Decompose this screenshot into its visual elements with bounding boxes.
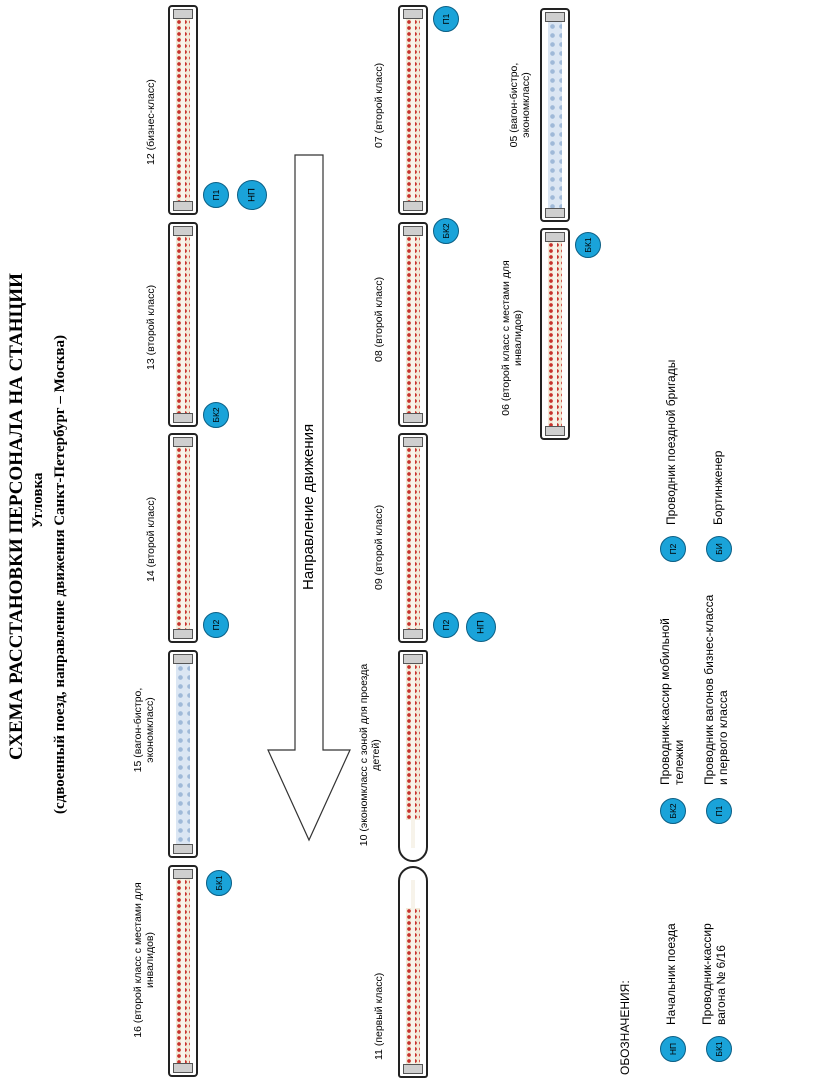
legend-np-text: Начальник поезда [664,923,678,1025]
legend-bk1-text: Проводник-кассир вагона № 6/16 [700,923,728,1025]
page-subtitle: (сдвоенный поезд, направление движения С… [52,335,68,814]
legend-badge-p1: П1 [706,798,732,824]
badge-bk1-right: БК1 [575,232,601,258]
legend-p2-text: Проводник поездной бригады [664,359,678,525]
car-10 [398,650,428,862]
car-08 [398,222,428,427]
car-05 [540,8,570,222]
legend-bk2-text: Проводник-кассир мобильной тележки [658,618,686,785]
car-14-label: 14 (второй класс) [145,496,157,582]
badge-p2-middle: П2 [433,612,459,638]
car-06 [540,228,570,440]
badge-bk2-middle: БК2 [433,218,459,244]
badge-bk1: БК1 [206,870,232,896]
badge-p2: П2 [203,612,229,638]
badge-np: НП [237,180,267,210]
car-15 [168,650,198,858]
car-13-label: 13 (второй класс) [145,284,157,370]
legend-bi-text: Бортинженер [711,450,725,525]
legend-title: ОБОЗНАЧЕНИЯ: [618,980,632,1075]
car-12-label: 12 (бизнес-класс) [145,79,157,165]
car-08-label: 08 (второй класс) [373,276,385,362]
legend-badge-bk2: БК2 [660,798,686,824]
legend-badge-bk1: БК1 [706,1036,732,1062]
car-09-label: 09 (второй класс) [373,504,385,590]
legend-p1-text: Проводник вагонов бизнес-класса и первог… [702,594,730,785]
car-15-label: 15 (вагон-бистро, экономкласс) [132,687,156,773]
legend-badge-bi: БИ [706,536,732,562]
car-11-label: 11 (первый класс) [373,972,385,1060]
direction-arrow [267,154,351,842]
car-09 [398,433,428,643]
direction-label: Направление движения [300,423,317,590]
car-05-label: 05 (вагон-бистро, экономкласс) [508,62,532,148]
badge-p1: П1 [203,182,229,208]
car-14 [168,433,198,643]
car-13 [168,222,198,427]
legend-badge-np: НП [660,1036,686,1062]
badge-p1-middle: П1 [433,6,459,32]
badge-bk2: БК2 [203,402,229,428]
car-16-label: 16 (второй класс с местами для инвалидов… [132,882,156,1038]
car-07-label: 07 (второй класс) [373,62,385,148]
car-10-label: 10 (экономкласс с зоной для проезда дете… [358,663,382,847]
car-11 [398,866,428,1078]
badge-np-middle: НП [466,612,496,642]
car-12 [168,5,198,215]
car-16 [168,865,198,1077]
page-title: СХЕМА РАССТАНОВКИ ПЕРСОНАЛА НА СТАНЦИИ [6,273,27,760]
car-07 [398,5,428,215]
legend-badge-p2: П2 [660,536,686,562]
station-name: Угловка [30,472,46,528]
car-06-label: 06 (второй класс с местами для инвалидов… [500,260,524,416]
